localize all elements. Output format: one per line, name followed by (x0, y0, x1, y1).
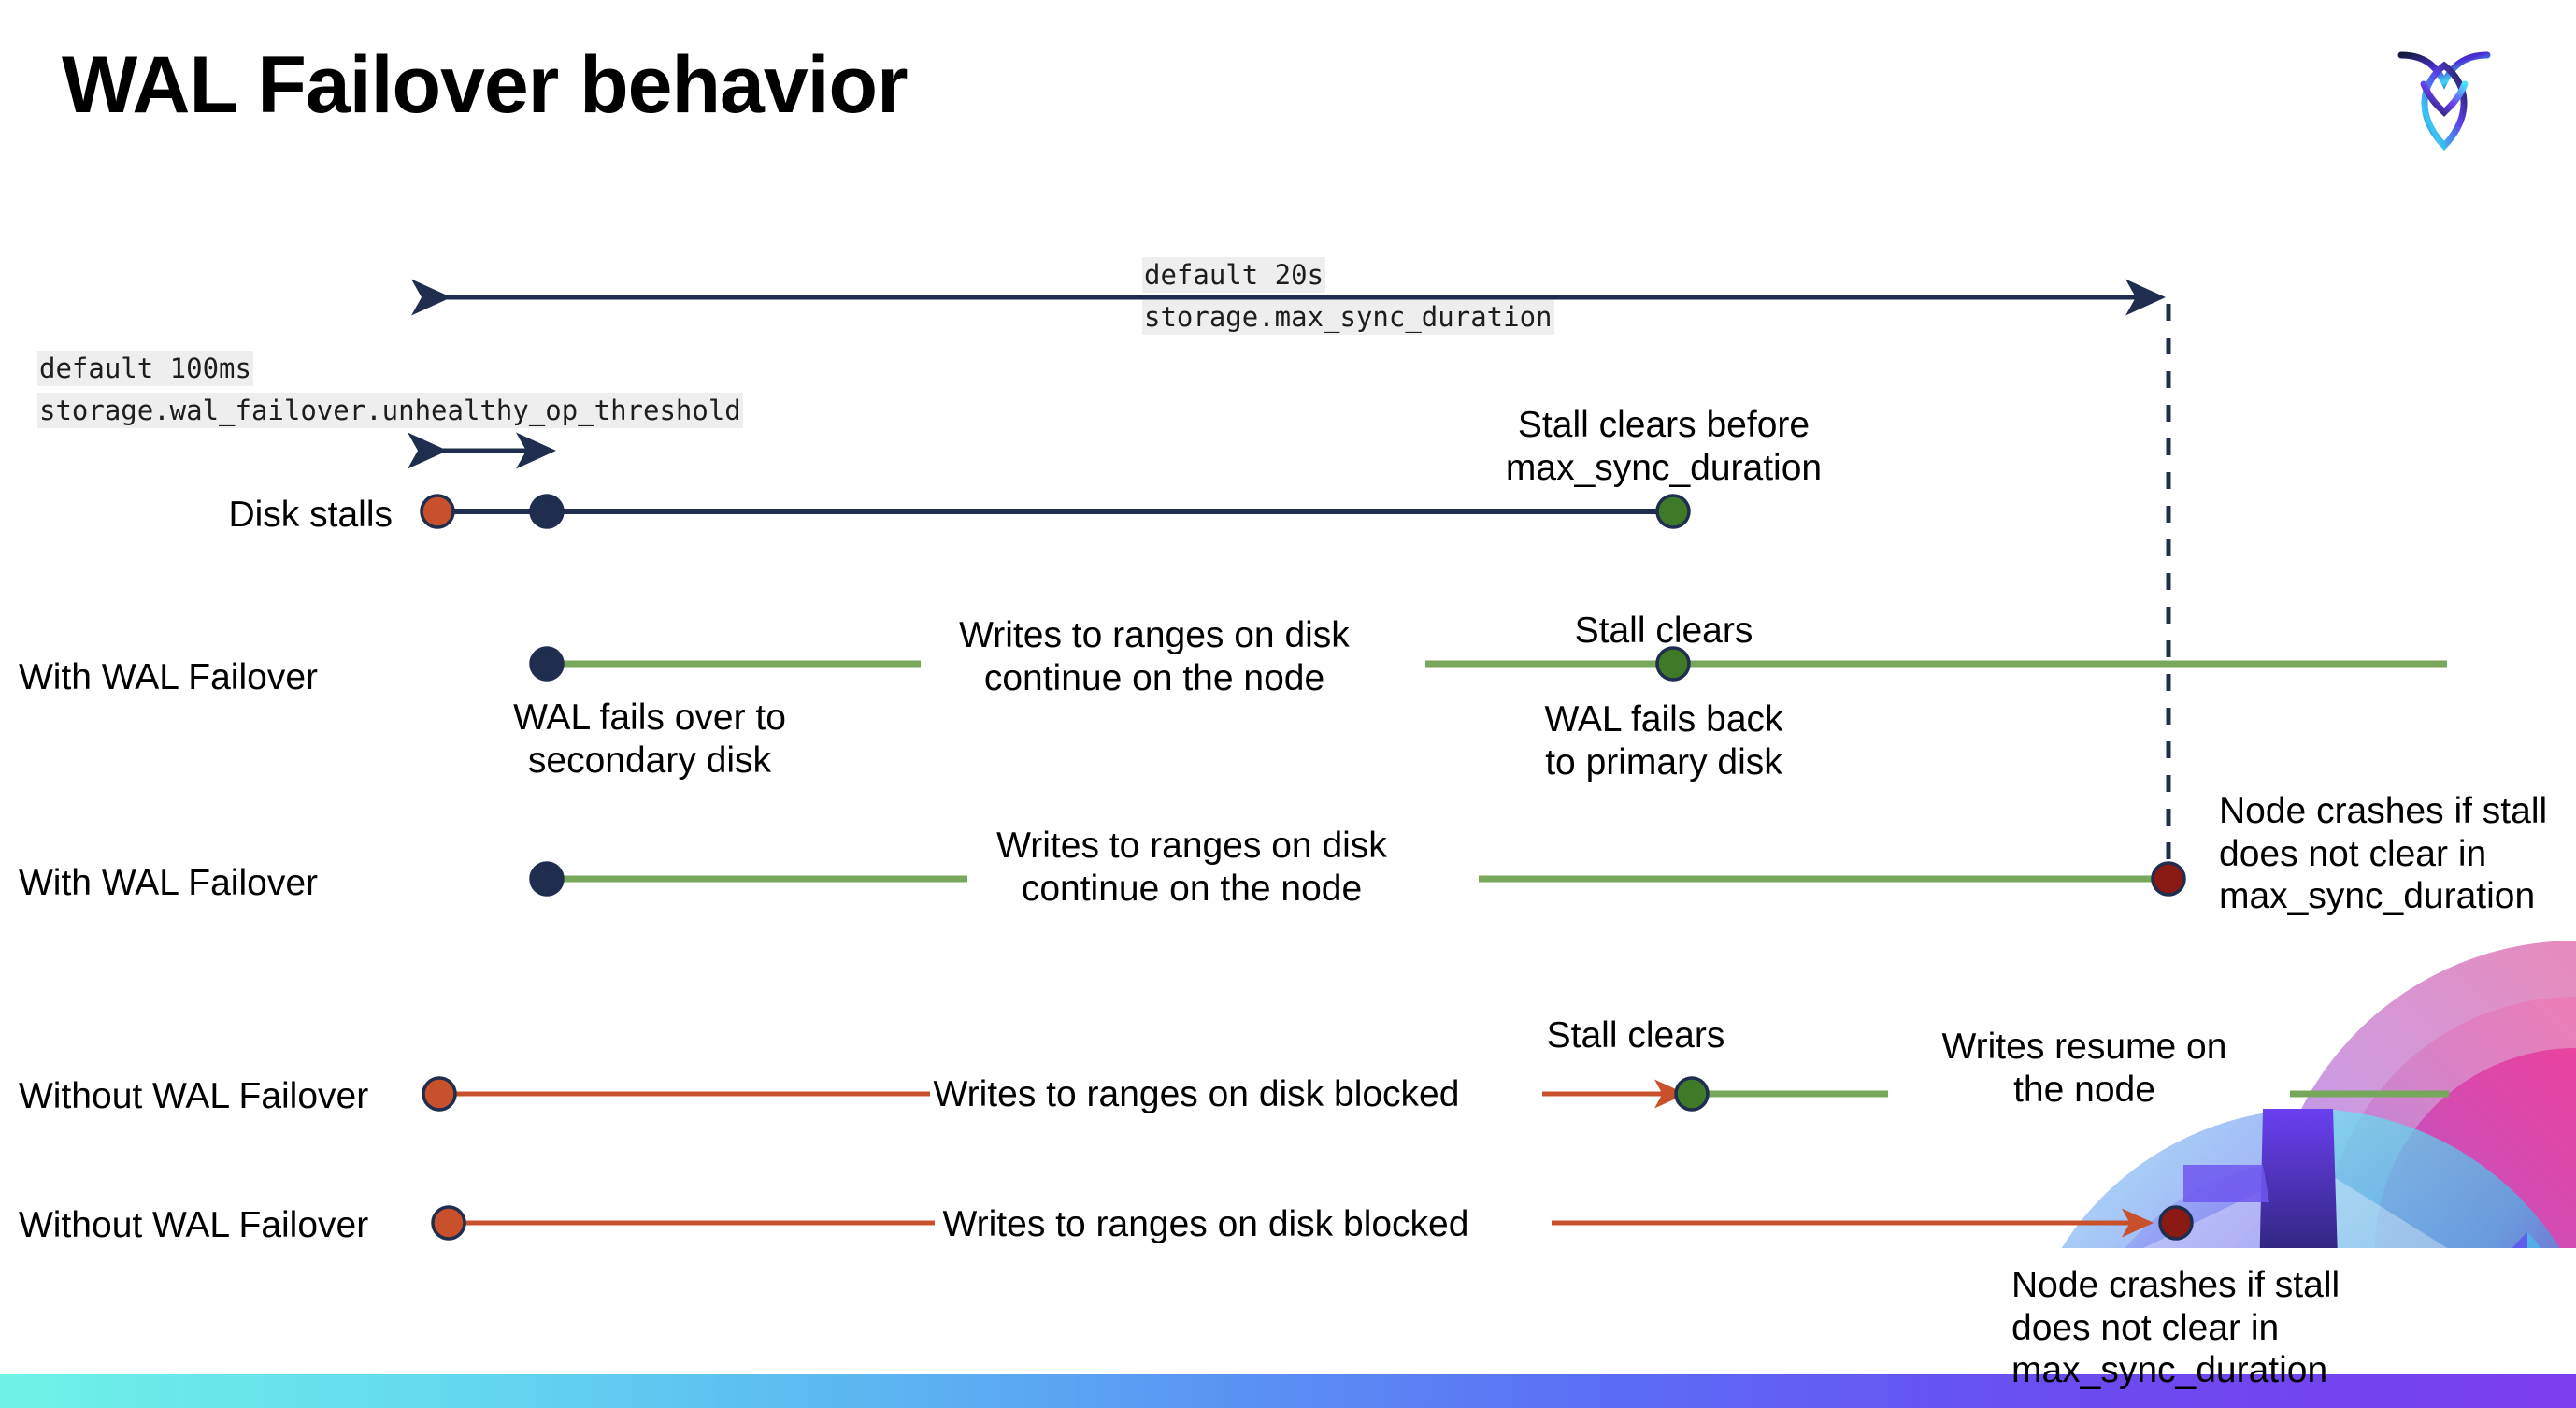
page-title: WAL Failover behavior (62, 40, 909, 130)
note-stall-clears-row3: Stall clears (1546, 1015, 1725, 1056)
note-wal-fails-over-secondary: WAL fails over to secondary disk (513, 697, 786, 781)
dot-stall-clears-row1 (1655, 646, 1691, 682)
note-writes-continue-2: Writes to ranges on disk continue on the… (996, 826, 1387, 909)
note-node-crashes-1: Node crashes if stall does not clear in … (2219, 791, 2548, 917)
unhealthy-op-setting: storage.wal_failover.unhealthy_op_thresh… (37, 392, 743, 428)
row-without-wal-failover-1-track (422, 1076, 2449, 1112)
dot-stall-clears (1655, 494, 1691, 529)
cockroachdb-logo-icon (2388, 30, 2500, 156)
row-label-without-wal-failover-1: Without WAL Failover (19, 1076, 369, 1116)
note-node-crashes-2: Node crashes if stall does not clear in … (2011, 1265, 2340, 1391)
note-stall-clears-row1: Stall clears (1574, 611, 1753, 651)
note-writes-blocked-1: Writes to ranges on disk blocked (933, 1074, 1460, 1114)
row-without-wal-failover-2-track (431, 1205, 2194, 1241)
unhealthy-op-default: default 100ms (37, 351, 253, 386)
bottom-gradient-bar (0, 1374, 2576, 1408)
dot-stall-clears-row3 (1674, 1076, 1710, 1112)
note-writes-continue-1: Writes to ranges on disk continue on the… (959, 615, 1350, 698)
dot-stall-start (420, 494, 455, 529)
note-writes-blocked-2: Writes to ranges on disk blocked (942, 1204, 1469, 1244)
row-label-with-wal-failover-2: With WAL Failover (19, 863, 318, 903)
note-wal-fails-back-primary: WAL fails back to primary disk (1544, 699, 1783, 783)
dot-node-crash-2 (2158, 1205, 2194, 1241)
dot-wal-failover-start-2 (529, 861, 565, 897)
row-disk-stalls-track (420, 494, 1691, 529)
note-stall-clears-before-max-sync: Stall clears before max_sync_duration (1505, 405, 1823, 488)
dot-wal-failover-start (529, 646, 565, 682)
row-with-wal-failover-2-track (529, 861, 2186, 897)
row-label-disk-stalls: Disk stalls (228, 495, 393, 535)
dot-node-crash-1 (2151, 861, 2186, 897)
row-label-without-wal-failover-2: Without WAL Failover (19, 1205, 369, 1245)
note-writes-resume: Writes resume on the node (1941, 1027, 2227, 1110)
row-label-with-wal-failover-1: With WAL Failover (19, 657, 318, 697)
dot-stall-start-row3 (422, 1076, 457, 1112)
dot-stall-start-row4 (431, 1205, 466, 1241)
row-with-wal-failover-1-track (529, 646, 2447, 682)
dot-failover-trigger (529, 494, 565, 529)
unhealthy-op-threshold-annotation: default 100ms storage.wal_failover.unhea… (37, 348, 743, 432)
